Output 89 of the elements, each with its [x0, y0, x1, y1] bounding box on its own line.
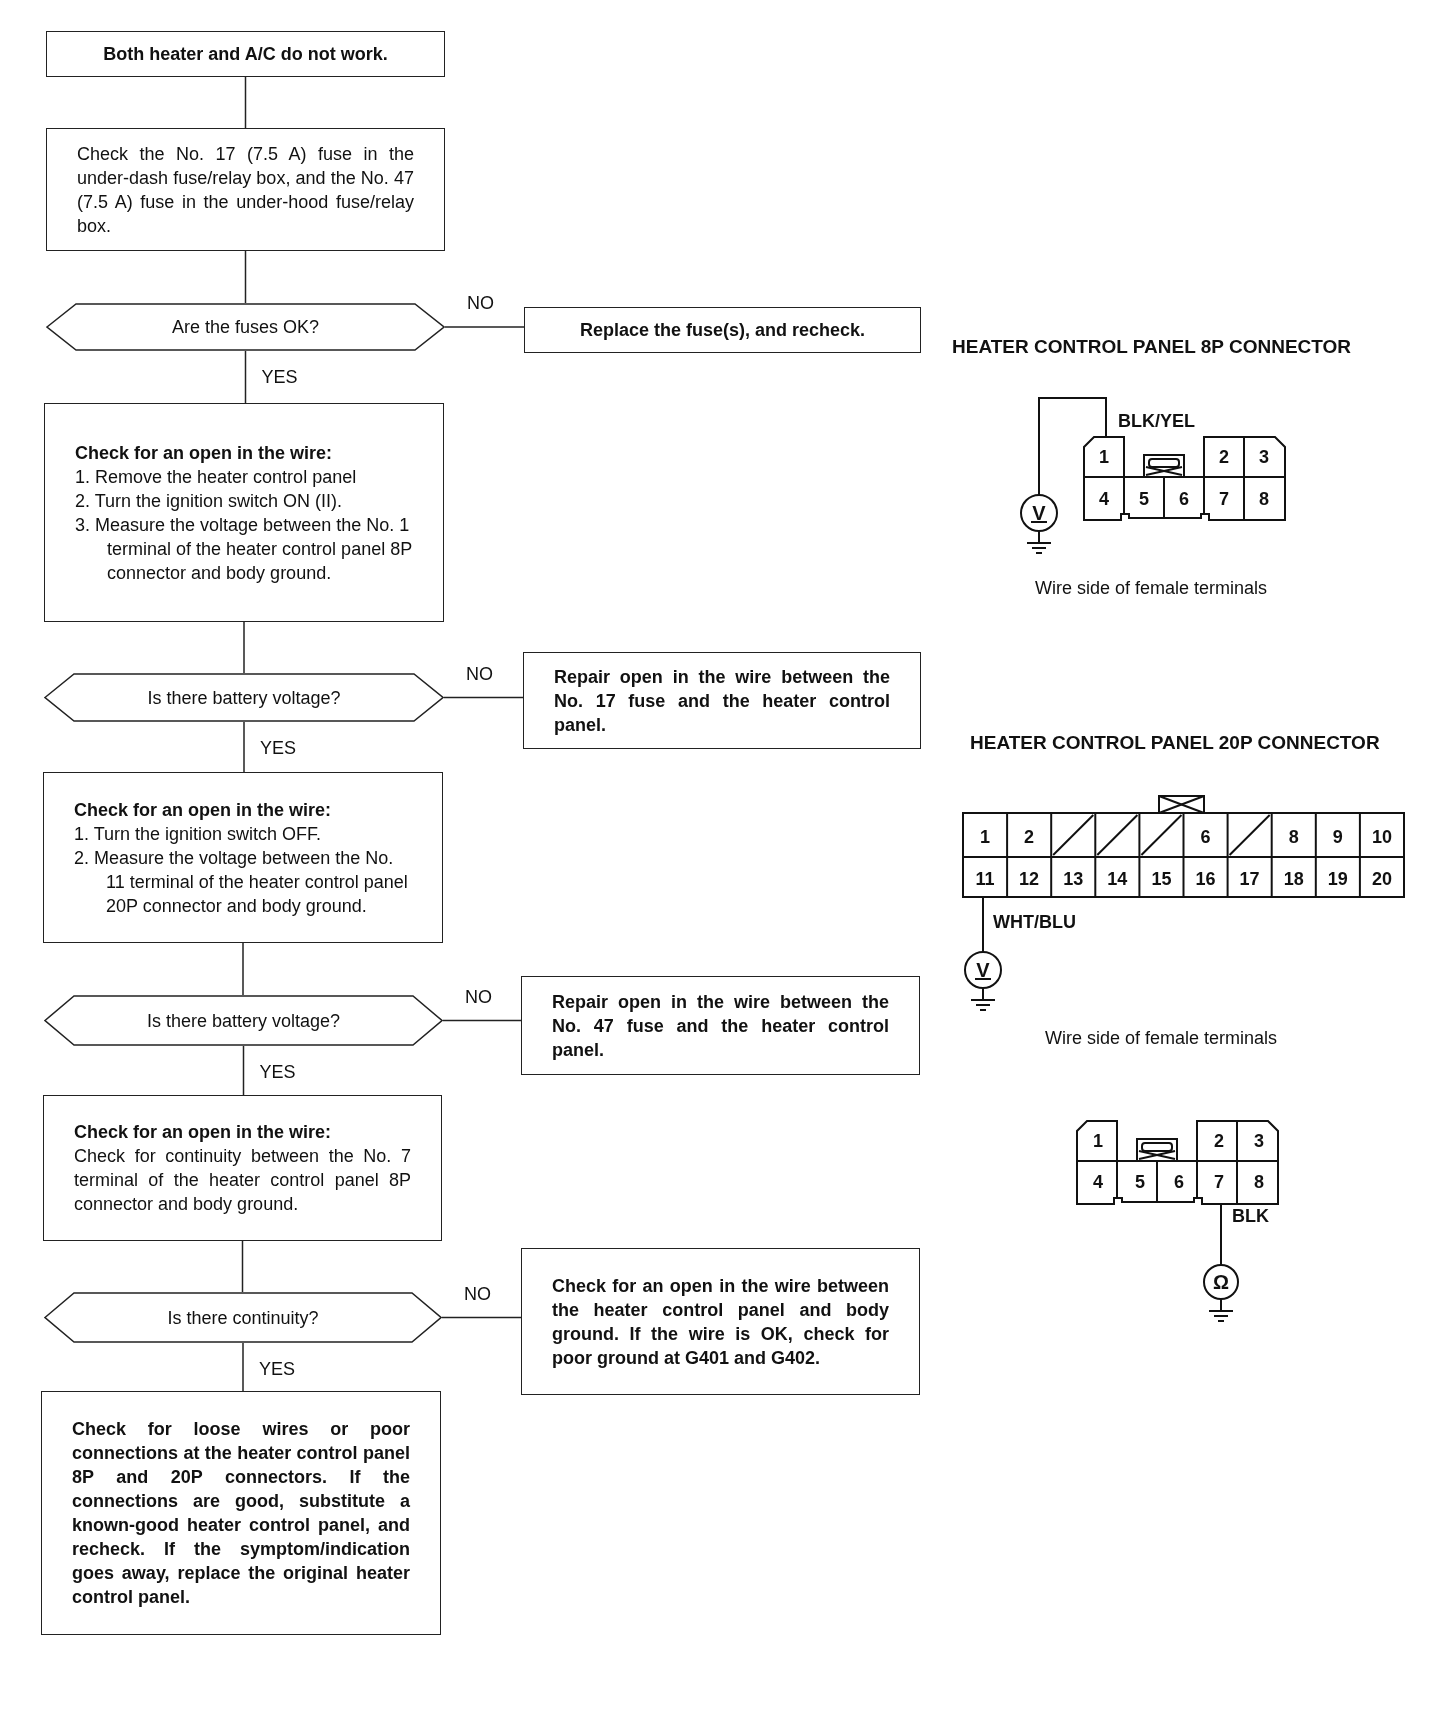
process-box — [46, 31, 445, 77]
connector-line — [244, 76, 247, 129]
pin-number: 9 — [1332, 827, 1343, 847]
pin-number: 11 — [975, 869, 995, 889]
process-box — [521, 1248, 920, 1395]
step-text: Repair open in the wire between the No. 17 fuse and the heater control panel. — [554, 665, 890, 737]
connector-line — [442, 1019, 522, 1022]
pin-number: 13 — [1063, 869, 1084, 889]
pin-number: 4 — [1099, 489, 1109, 509]
decision-text: Is there battery voltage? — [146, 1009, 341, 1033]
pin-number: 5 — [1139, 489, 1149, 509]
step-heading: Check for an open in the wire: — [75, 441, 334, 465]
pin-number: 4 — [1093, 1172, 1103, 1192]
pin-number: 16 — [1195, 869, 1216, 889]
step-heading: Check for an open in the wire: — [74, 1121, 333, 1144]
pin-number: 6 — [1174, 1172, 1184, 1192]
pin-number: 6 — [1200, 827, 1211, 847]
decision-hexagon — [44, 995, 443, 1046]
step-item: 1. Remove the heater control panel — [75, 465, 358, 489]
step-text: Check the No. 17 (7.5 A) fuse in the under-dash fuse/relay box, and the No. 47 (7.5 A) fuse in the under-hood fuse/relay box. — [77, 142, 414, 238]
connector-line — [241, 1240, 244, 1293]
wire-color-label: WHT/BLU — [993, 912, 1076, 932]
pin-number: 7 — [1214, 1172, 1224, 1192]
pin-number: 17 — [1239, 869, 1260, 889]
connector-line — [441, 1316, 522, 1319]
meter-letter: V — [976, 960, 990, 980]
pin-number: 3 — [1259, 447, 1269, 467]
step-item: 2. Measure the voltage between the No. 11 terminal of the heater control panel 20P connector and body ground. — [74, 846, 409, 918]
step-text: Check for continuity between the No. 7 terminal of the heater control panel 8P connector and body ground. — [74, 1145, 411, 1216]
decision-text: Is there battery voltage? — [147, 686, 341, 710]
pin-number: 8 — [1254, 1172, 1264, 1192]
connector-line — [443, 696, 524, 699]
decision-hexagon — [44, 1292, 442, 1343]
step-text: Replace the fuse(s), and recheck. — [578, 319, 867, 342]
view-note: Wire side of female terminals — [1045, 1028, 1278, 1048]
process-box — [41, 1391, 441, 1635]
step-text: Both heater and A/C do not work. — [102, 43, 389, 66]
pin-number: 2 — [1219, 447, 1229, 467]
connector-title: HEATER CONTROL PANEL 20P CONNECTOR — [970, 733, 1380, 753]
pin-number: 8 — [1288, 827, 1299, 847]
pin-number: 1 — [1093, 1131, 1103, 1151]
connector-line — [242, 1045, 245, 1096]
connector-line — [244, 350, 247, 404]
process-box — [46, 128, 445, 251]
pin-number: 8 — [1259, 489, 1269, 509]
pin-number: 2 — [1024, 827, 1035, 847]
step-text: Check for an open in the wire between the heater control panel and body ground. If the wire is OK, check for poor ground at G401 and G402. — [552, 1274, 889, 1370]
pin-number: 20 — [1371, 869, 1392, 889]
wire-color-label: BLK — [1232, 1206, 1269, 1226]
step-heading: Check for an open in the wire: — [74, 798, 333, 822]
meter-letter: Ω — [1213, 1272, 1229, 1292]
decision-hexagon — [46, 303, 445, 351]
connector-line — [242, 1342, 244, 1392]
pin-number: 1 — [980, 827, 990, 847]
step-text: Repair open in the wire between the No. 47 fuse and the heater control panel. — [552, 990, 889, 1062]
decision-text: Is there continuity? — [167, 1306, 319, 1330]
process-box — [524, 307, 921, 353]
process-box — [523, 652, 921, 749]
decision-hexagon — [44, 673, 444, 722]
step-item: 1. Turn the ignition switch OFF. — [74, 822, 323, 846]
connector-line — [242, 942, 244, 996]
step-item: 3. Measure the voltage between the No. 1 terminal of the heater control panel 8P connector and body ground. — [75, 513, 413, 585]
pin-number: 6 — [1179, 489, 1189, 509]
pin-number: 2 — [1214, 1131, 1224, 1151]
connector-line — [243, 621, 245, 674]
pin-number: 19 — [1327, 869, 1348, 889]
meter-letter: V — [1032, 503, 1046, 523]
connector-title: HEATER CONTROL PANEL 8P CONNECTOR — [952, 337, 1352, 357]
pin-number: 18 — [1283, 869, 1304, 889]
pin-number: 12 — [1019, 869, 1040, 889]
pin-number: 5 — [1135, 1172, 1145, 1192]
process-box — [44, 403, 444, 622]
step-text: Check for loose wires or poor connections at the heater control panel 8P and 20P connectors. If the connections are good, substitute a known-good heater control panel, and recheck. If the symptom/indication goes away, replace the original heater control panel. — [72, 1418, 410, 1609]
process-box — [43, 1095, 442, 1241]
wire-color-label: BLK/YEL — [1118, 411, 1195, 431]
process-box — [43, 772, 443, 943]
pin-number: 15 — [1151, 869, 1172, 889]
connector-line — [244, 250, 247, 304]
pin-number: 10 — [1371, 827, 1392, 847]
view-note: Wire side of female terminals — [1035, 578, 1268, 598]
pin-number: 1 — [1099, 447, 1109, 467]
decision-text: Are the fuses OK? — [171, 316, 320, 339]
step-item: 2. Turn the ignition switch ON (II). — [75, 489, 344, 513]
connector-line — [243, 721, 245, 773]
pin-number: 7 — [1219, 489, 1229, 509]
connector-line — [444, 326, 525, 328]
process-box — [521, 976, 920, 1075]
pin-number: 3 — [1254, 1131, 1264, 1151]
pin-number: 14 — [1107, 869, 1128, 889]
